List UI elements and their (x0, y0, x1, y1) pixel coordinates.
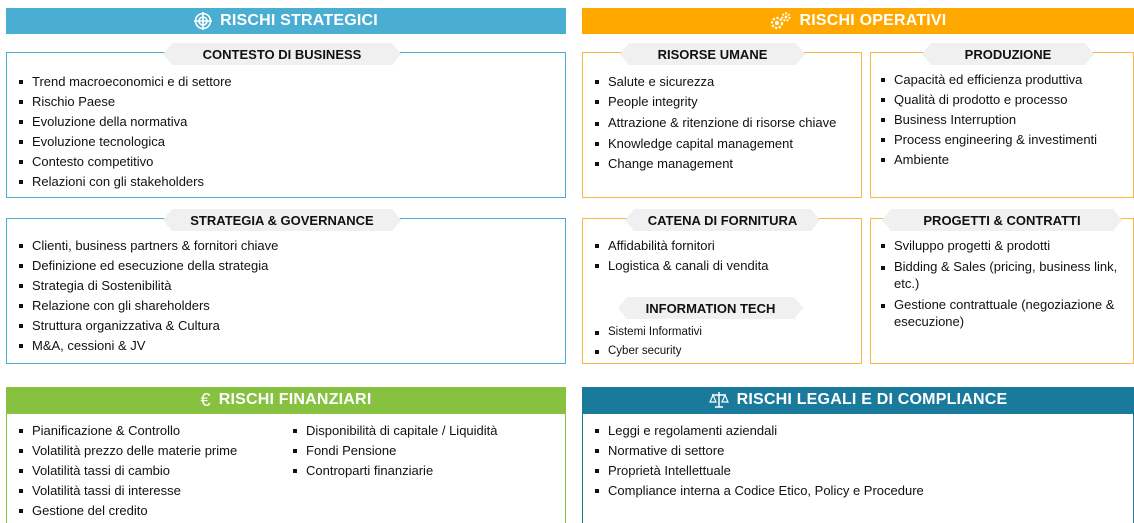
list-item: Process engineering & investimenti (878, 130, 1134, 150)
strategia-title: STRATEGIA & GOVERNANCE (190, 212, 374, 228)
euro-icon: € (200, 389, 211, 410)
legal-list: Leggi e regolamenti aziendali Normative … (592, 421, 1122, 501)
list-item: Volatilità prezzo delle materie prime (16, 441, 286, 461)
it-title: INFORMATION TECH (645, 300, 776, 316)
strategic-title: RISCHI STRATEGICI (220, 12, 378, 29)
list-item: Attrazione & ritenzione di risorse chiav… (592, 114, 854, 131)
list-item: Volatilità tassi di cambio (16, 461, 286, 481)
strategia-list: Clienti, business partners & fornitori c… (16, 236, 556, 356)
operational-title: RISCHI OPERATIVI (799, 12, 947, 29)
financial-header: € RISCHI FINANZIARI (6, 387, 566, 413)
list-item: Disponibilità di capitale / Liquidità (290, 421, 560, 441)
list-item: Clienti, business partners & fornitori c… (16, 236, 556, 256)
catena-list: Affidabilità fornitori Logistica & canal… (592, 236, 854, 276)
legal-box (582, 413, 1134, 523)
catena-tab: CATENA DI FORNITURA (625, 209, 820, 231)
gears-icon (770, 12, 792, 30)
list-item: Bidding & Sales (pricing, business link,… (878, 258, 1130, 292)
list-item: Rischio Paese (16, 92, 556, 112)
list-item: Business Interruption (878, 110, 1134, 130)
risorse-tab: RISORSE UMANE (620, 43, 805, 65)
list-item: Ambiente (878, 150, 1134, 170)
list-item: Struttura organizzativa & Cultura (16, 316, 556, 336)
list-item: Affidabilità fornitori (592, 236, 854, 256)
list-item: Knowledge capital management (592, 134, 854, 154)
it-tab: INFORMATION TECH (618, 297, 803, 319)
contesto-title: CONTESTO DI BUSINESS (202, 46, 362, 62)
strategia-box (6, 218, 566, 364)
list-item: Change management (592, 154, 854, 174)
catena-title: CATENA DI FORNITURA (647, 212, 798, 228)
list-item: Relazione con gli shareholders (16, 296, 556, 316)
it-list: Sistemi Informativi Cyber security (592, 323, 854, 361)
list-item: Logistica & canali di vendita (592, 256, 854, 276)
list-item: Evoluzione tecnologica (16, 132, 556, 152)
financial-list-col1: Pianificazione & Controllo Volatilità pr… (16, 421, 286, 521)
list-item: Compliance interna a Codice Etico, Polic… (592, 481, 1122, 501)
list-item: Proprietà Intellettuale (592, 461, 1122, 481)
list-item: Fondi Pensione (290, 441, 560, 461)
list-item: Controparti finanziarie (290, 461, 560, 481)
list-item: Gestione del credito (16, 501, 286, 521)
list-item: Sistemi Informativi (592, 323, 854, 342)
list-item: Cyber security (592, 342, 854, 361)
crosshair-icon (194, 12, 213, 30)
list-item: Trend macroeconomici e di settore (16, 72, 556, 92)
list-item: Pianificazione & Controllo (16, 421, 286, 441)
risorse-title: RISORSE UMANE (657, 46, 768, 62)
list-item: Gestione contrattuale (negoziazione & es… (878, 296, 1130, 330)
financial-list-col2: Disponibilità di capitale / Liquidità Fo… (290, 421, 560, 481)
produzione-title: PRODUZIONE (964, 46, 1052, 62)
contesto-tab: CONTESTO DI BUSINESS (163, 43, 401, 65)
strategia-tab: STRATEGIA & GOVERNANCE (163, 209, 401, 231)
progetti-box (870, 218, 1134, 364)
progetti-title: PROGETTI & CONTRATTI (923, 212, 1081, 228)
scales-icon (708, 391, 729, 409)
financial-title: RISCHI FINANZIARI (218, 391, 372, 408)
contesto-list: Trend macroeconomici e di settore Rischi… (16, 72, 556, 192)
list-item: Relazioni con gli stakeholders (16, 172, 556, 192)
legal-header: RISCHI LEGALI E DI COMPLIANCE (582, 387, 1134, 413)
list-item: People integrity (592, 92, 854, 112)
financial-box (6, 413, 566, 523)
list-item: Capacità ed efficienza produttiva (878, 70, 1134, 90)
list-item: Normative di settore (592, 441, 1122, 461)
list-item: Leggi e regolamenti aziendali (592, 421, 1122, 441)
produzione-tab: PRODUZIONE (922, 43, 1094, 65)
list-item: Qualità di prodotto e processo (878, 90, 1134, 110)
contesto-box (6, 52, 566, 198)
operational-header: RISCHI OPERATIVI (582, 8, 1134, 34)
list-item: M&A, cessioni & JV (16, 336, 556, 356)
risorse-list: Salute e sicurezza People integrity Attr… (592, 72, 854, 174)
list-item: Strategia di Sostenibilità (16, 276, 556, 296)
list-item: Salute e sicurezza (592, 72, 854, 92)
progetti-list: Sviluppo progetti & prodotti Bidding & S… (878, 236, 1130, 330)
produzione-list: Capacità ed efficienza produttiva Qualit… (878, 70, 1134, 170)
list-item: Volatilità tassi di interesse (16, 481, 286, 501)
strategic-header: RISCHI STRATEGICI (6, 8, 566, 34)
list-item: Contesto competitivo (16, 152, 556, 172)
progetti-tab: PROGETTI & CONTRATTI (882, 209, 1122, 231)
list-item: Sviluppo progetti & prodotti (878, 236, 1130, 256)
list-item: Evoluzione della normativa (16, 112, 556, 132)
legal-title: RISCHI LEGALI E DI COMPLIANCE (736, 391, 1008, 408)
risorse-box (582, 52, 862, 198)
catena-box (582, 218, 862, 364)
list-item: Definizione ed esecuzione della strategi… (16, 256, 556, 276)
